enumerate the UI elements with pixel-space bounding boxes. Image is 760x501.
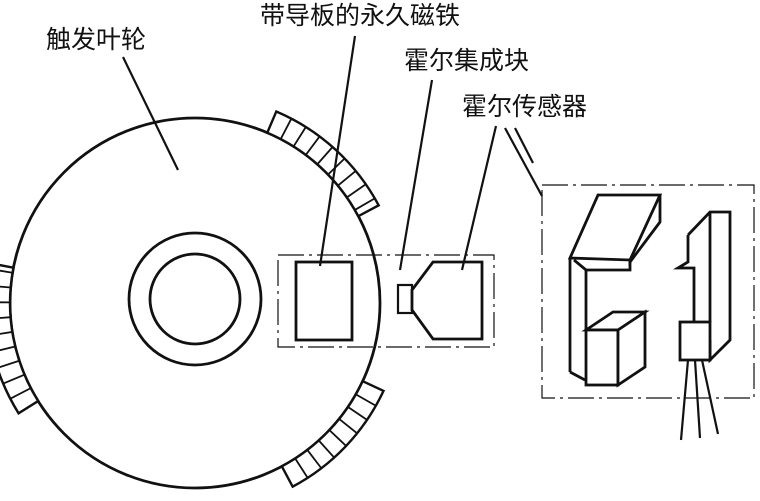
blade-hatch-line [279, 118, 293, 140]
blade-hatch-line [346, 183, 367, 199]
blade-hatch-line [0, 345, 16, 352]
blade-hatch-line [327, 157, 346, 176]
label-trigger-wheel: 触发叶轮 [46, 25, 146, 54]
hall-sensor-detail [541, 184, 755, 441]
blade-hatch-line [0, 269, 13, 274]
sensor-housing-outline [277, 254, 495, 348]
detail-frame [541, 184, 755, 399]
blade-hatch-line [0, 285, 11, 289]
blade-hatch-line [2, 373, 25, 385]
blade-hatch-line [338, 418, 358, 435]
blade-hatch-line [355, 393, 377, 407]
blade-hatch-line [354, 197, 376, 211]
leader-trigger-wheel [122, 56, 179, 171]
leader-detail-left [504, 127, 543, 197]
wheel-hub-outer [127, 231, 263, 367]
trigger-wheel [0, 109, 386, 490]
leader-hall-sensor [460, 125, 498, 271]
blade-hatch-line [306, 449, 323, 469]
leader-magnet [318, 35, 357, 267]
leader-detail-right [514, 127, 534, 164]
blade-hatch-line [305, 135, 321, 156]
blade-hatch-line [0, 316, 11, 319]
detail-guide-plate [567, 193, 663, 382]
blade-hatch-line [9, 387, 32, 400]
detail-hall-bracket [672, 210, 732, 364]
blade-hatch-line [328, 429, 347, 447]
blade-hatch-line [0, 359, 20, 369]
blade-hatch-line [318, 439, 335, 459]
blade-hatch-line [316, 146, 334, 165]
label-hall-sensor: 霍尔传感器 [462, 92, 587, 121]
detail-lead-wires [679, 359, 720, 441]
blade-hatch-line [347, 406, 368, 421]
leader-hall-ic [398, 79, 434, 271]
blade-hatch-line [294, 458, 309, 479]
label-magnet: 带导板的永久磁铁 [260, 1, 460, 30]
detail-magnet-cube [581, 309, 650, 388]
hall-ic-block [396, 283, 414, 315]
label-hall-ic: 霍尔集成块 [404, 46, 529, 75]
permanent-magnet [294, 260, 354, 342]
blade-hatch-line [337, 170, 357, 187]
wheel-blade [265, 109, 381, 218]
leader-lines [122, 35, 543, 271]
blade-hatch-line [292, 126, 307, 147]
wheel-hub-inner [148, 252, 242, 346]
wheel-blades [0, 109, 386, 489]
sensor-assembly [277, 254, 495, 348]
hall-sensor-guide [410, 260, 484, 341]
blade-hatch-line [0, 331, 13, 335]
